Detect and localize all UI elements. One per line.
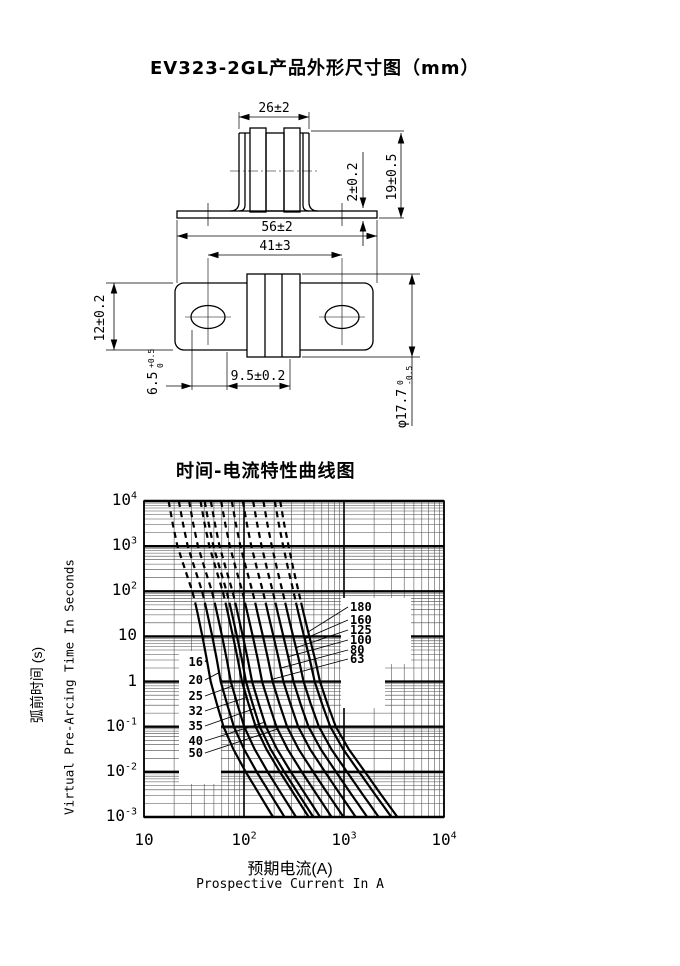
plot-border — [143, 500, 445, 818]
y-tick-label: 104 — [111, 490, 137, 509]
rating-label-125A: 125 — [350, 623, 372, 637]
side-view-dimensions — [176, 112, 405, 283]
curve-50A — [243, 602, 333, 818]
dim-19: 19±0.5 — [385, 154, 400, 201]
dim-177-tol-top: 0 — [396, 380, 405, 385]
y-axis-label-en: Virtual Pre-Arcing Time In Seconds — [61, 559, 77, 815]
dim-65-tol-top: +0.5 — [147, 349, 156, 368]
curve-40A — [234, 602, 322, 818]
leader-63A — [272, 658, 349, 680]
dim-56: 56±2 — [261, 220, 292, 235]
curve-80A — [264, 602, 357, 818]
curve-chart-title: 时间-电流特性曲线图 — [176, 461, 356, 482]
rating-label-80A: 80 — [350, 643, 364, 657]
rating-label-32A: 32 — [189, 704, 203, 718]
leader-180A — [308, 606, 349, 633]
curve-125A — [284, 602, 380, 818]
dim-177-tol-bot: -0.5 — [405, 366, 414, 385]
y-tick-label: 10-2 — [105, 760, 137, 780]
curve-16A-dashed — [167, 500, 197, 603]
rating-label-25A: 25 — [189, 689, 203, 703]
x-axis-label-cn: 预期电流(A) — [247, 861, 333, 878]
dim-12: 12±0.2 — [93, 295, 108, 342]
curve-32A-dashed — [199, 500, 227, 603]
curve-35A — [228, 602, 315, 818]
dimension-drawing: 26±2 56±2 41±3 2±0.2 19±0.5 12±0.2 9.5±0… — [93, 101, 420, 428]
leader-35A — [204, 708, 255, 727]
x-tick-label: 104 — [431, 830, 457, 849]
curve-16A — [194, 602, 274, 818]
rating-label-180A: 180 — [350, 600, 372, 614]
y-tick-label: 10-3 — [105, 806, 137, 825]
curve-25A-dashed — [188, 500, 216, 603]
leader-160A — [304, 619, 349, 640]
label-backdrop — [179, 651, 221, 784]
leader-16A — [204, 658, 208, 663]
rating-label-20A: 20 — [189, 673, 203, 687]
curve-125A-dashed — [262, 500, 287, 603]
rating-label-40A: 40 — [189, 734, 203, 748]
y-tick-label: 102 — [111, 580, 137, 600]
rating-label-100A: 100 — [350, 633, 372, 647]
y-tick-label: 10 — [117, 625, 137, 645]
dim-65: 6.5 — [146, 372, 161, 395]
curve-35A-dashed — [203, 500, 231, 603]
curve-80A-dashed — [241, 500, 267, 603]
plan-view-dimensions — [106, 251, 420, 426]
dim-177: φ17.7 — [395, 389, 410, 428]
x-tick-label: 103 — [331, 830, 357, 849]
leader-40A — [204, 721, 265, 742]
dim-65-tol-bot: 0 — [156, 363, 165, 368]
curve-32A — [224, 602, 310, 818]
curve-160A — [294, 602, 393, 818]
curve-160A-dashed — [273, 500, 298, 603]
dimension-texts: 26±2 56±2 41±3 2±0.2 19±0.5 12±0.2 9.5±0… — [93, 101, 414, 428]
curve-180A-dashed — [279, 500, 303, 603]
dim-26: 26±2 — [258, 101, 289, 116]
rating-label-160A: 160 — [350, 613, 372, 627]
curve-100A — [274, 602, 369, 818]
dim-95: 9.5±0.2 — [231, 369, 286, 384]
curve-20A-dashed — [177, 500, 206, 603]
dimension-drawing-title: EV323-2GL产品外形尺寸图（mm） — [150, 58, 480, 79]
rating-label-50A: 50 — [189, 746, 203, 760]
rating-label-35A: 35 — [189, 719, 203, 733]
dim-41: 41±3 — [259, 239, 290, 254]
leader-100A — [288, 639, 349, 658]
x-axis-label-en: Prospective Current In A — [196, 877, 384, 892]
curve-50A-dashed — [220, 500, 247, 603]
curve-100A-dashed — [252, 500, 277, 603]
leader-20A — [204, 672, 220, 681]
rating-label-16A: 16 — [189, 655, 203, 669]
y-axis-label-cn: 弧前时间 (s) — [29, 646, 45, 724]
leader-50A — [204, 728, 278, 754]
y-tick-label: 1 — [127, 670, 137, 690]
fuse-curves — [167, 500, 399, 818]
leader-25A — [204, 685, 233, 697]
leader-32A — [204, 696, 247, 712]
curve-25A — [213, 602, 297, 818]
rating-label-63A: 63 — [350, 652, 364, 666]
x-tick-label: 102 — [231, 830, 257, 849]
leader-80A — [280, 649, 349, 669]
label-backdrop — [341, 664, 385, 708]
label-backdrop — [341, 598, 411, 664]
curve-180A — [300, 602, 399, 818]
dim-2: 2±0.2 — [346, 162, 361, 201]
side-view — [176, 127, 378, 226]
plan-view — [174, 258, 374, 358]
curve-63A — [254, 602, 345, 818]
curve-40A-dashed — [209, 500, 237, 603]
y-tick-label: 10-1 — [105, 715, 137, 735]
curve-63A-dashed — [230, 500, 257, 603]
y-tick-label: 103 — [111, 535, 137, 555]
x-tick-label: 10 — [134, 830, 154, 849]
leader-125A — [295, 629, 349, 649]
